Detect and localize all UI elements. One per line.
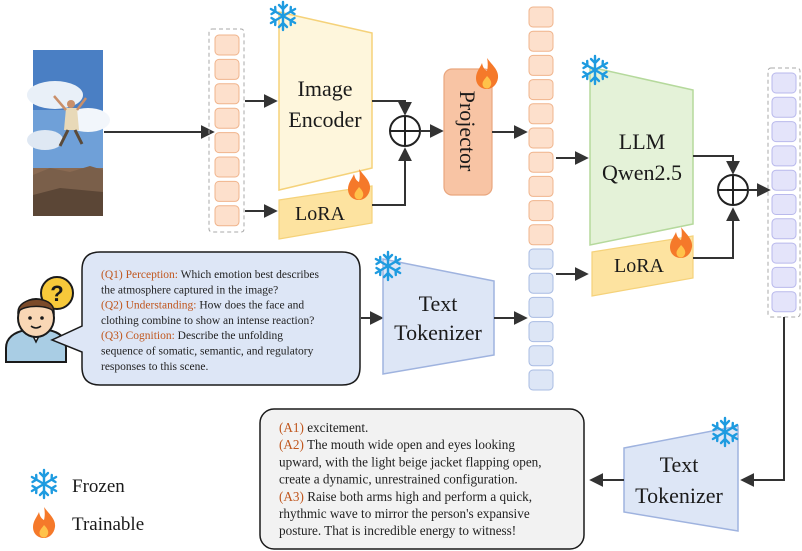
visual-token (528, 30, 554, 52)
svg-text:?: ? (50, 281, 63, 306)
legend-trainable-label: Trainable (72, 514, 144, 535)
image-token (214, 34, 240, 56)
arrow-llm-to-sum (693, 155, 740, 175)
arrow-output-to-tokenizer (740, 317, 785, 487)
visual-token (528, 127, 554, 149)
answer-line: create a dynamic, unrestrained configura… (279, 472, 518, 487)
lora-label-2: LoRA (614, 255, 665, 277)
question-line: (Q2) Understanding: How does the face an… (101, 300, 304, 312)
text-tokenizer-label-1a: Text (419, 291, 458, 316)
answer-box: (A1) excitement. (A2) The mouth wide open… (259, 408, 585, 550)
output-token (771, 218, 797, 240)
visual-token (528, 151, 554, 173)
jumping-person-figure (53, 95, 87, 147)
output-token (771, 242, 797, 264)
answer-line: upward, with the light beige jacket flap… (279, 454, 542, 469)
arrow-lora-to-sum (372, 147, 412, 206)
lora-block-2: LoRA (591, 235, 694, 297)
llm-block: LLM Qwen2.5 (589, 66, 694, 246)
image-token (214, 180, 240, 202)
arrow-encoder-to-sum (372, 100, 412, 116)
answer-text: (A1) excitement. (A2) The mouth wide open… (279, 420, 542, 538)
flame-icon (670, 227, 693, 258)
text-token (528, 321, 554, 343)
llm-label-1: LLM (619, 129, 665, 154)
question-line: sequence of somatic, semantic, and regul… (101, 346, 314, 358)
text-token (528, 345, 554, 367)
visual-token (528, 6, 554, 28)
text-tokenizer-label-2b: Tokenizer (635, 483, 723, 508)
question-line: clothing combine to show an intense reac… (101, 315, 314, 327)
question-line: the atmosphere captured in the image? (101, 284, 278, 296)
output-token (771, 121, 797, 143)
snowflake-icon (30, 468, 58, 500)
text-tokenizer-block-2: Text Tokenizer (623, 425, 739, 532)
text-token (528, 369, 554, 391)
person-question-icon: ? (5, 276, 74, 363)
question-line: (Q3) Cognition: Describe the unfolding (101, 330, 283, 342)
llm-label-2: Qwen2.5 (602, 160, 682, 185)
visual-token (528, 54, 554, 76)
question-text: (Q1) Perception: Which emotion best desc… (101, 269, 319, 373)
output-token (771, 266, 797, 288)
text-token (528, 248, 554, 270)
output-token (771, 72, 797, 94)
question-line: responses to this scene. (101, 361, 208, 373)
output-token (771, 291, 797, 313)
text-tokenizer-block-1: Text Tokenizer (382, 258, 495, 375)
input-image (27, 50, 110, 216)
image-token (214, 156, 240, 178)
text-tokenizer-label-2a: Text (660, 452, 699, 477)
legend: Frozen Trainable (30, 468, 144, 538)
output-token (771, 169, 797, 191)
image-token (214, 132, 240, 154)
lora-label-1: LoRA (295, 203, 346, 225)
image-tokens (214, 34, 240, 227)
image-encoder-block: Image Encoder (278, 11, 373, 191)
answer-line: (A2) The mouth wide open and eyes lookin… (279, 437, 515, 452)
question-bubble: (Q1) Perception: Which emotion best desc… (50, 251, 361, 386)
text-token (528, 296, 554, 318)
image-encoder-label-1: Image (298, 76, 353, 101)
visual-token (528, 224, 554, 246)
answer-line: (A1) excitement. (279, 420, 368, 435)
text-tokenizer-label-1b: Tokenizer (394, 320, 482, 345)
projector-block: Projector (443, 68, 493, 196)
arrow-lora2-to-sum (693, 207, 740, 259)
image-token (214, 83, 240, 105)
flame-icon (33, 507, 56, 538)
output-token (771, 96, 797, 118)
sum-node-1 (389, 115, 421, 147)
answer-line: rhythmic wave to mirror the person's exp… (279, 506, 530, 521)
image-encoder-label-2: Encoder (288, 107, 362, 132)
visual-token (528, 79, 554, 101)
visual-token (528, 103, 554, 125)
sum-node-2 (717, 174, 749, 206)
text-token (528, 272, 554, 294)
output-token-column (767, 67, 801, 318)
image-token (214, 58, 240, 80)
visual-token (528, 175, 554, 197)
output-token (771, 145, 797, 167)
image-token (214, 107, 240, 129)
merged-token-column (528, 6, 554, 391)
output-token (771, 194, 797, 215)
answer-line: (A3) Raise both arms high and perform a … (279, 489, 532, 504)
legend-frozen-label: Frozen (72, 476, 125, 497)
image-token (214, 205, 240, 227)
answer-line: posture. That is incredible energy to wi… (279, 523, 516, 538)
lora-block-1: LoRA (278, 185, 373, 240)
output-tokens (771, 72, 797, 313)
question-line: (Q1) Perception: Which emotion best desc… (101, 269, 319, 281)
projector-label: Projector (455, 91, 480, 172)
image-token-column (208, 28, 245, 233)
flame-icon (476, 58, 499, 89)
visual-token (528, 200, 554, 222)
